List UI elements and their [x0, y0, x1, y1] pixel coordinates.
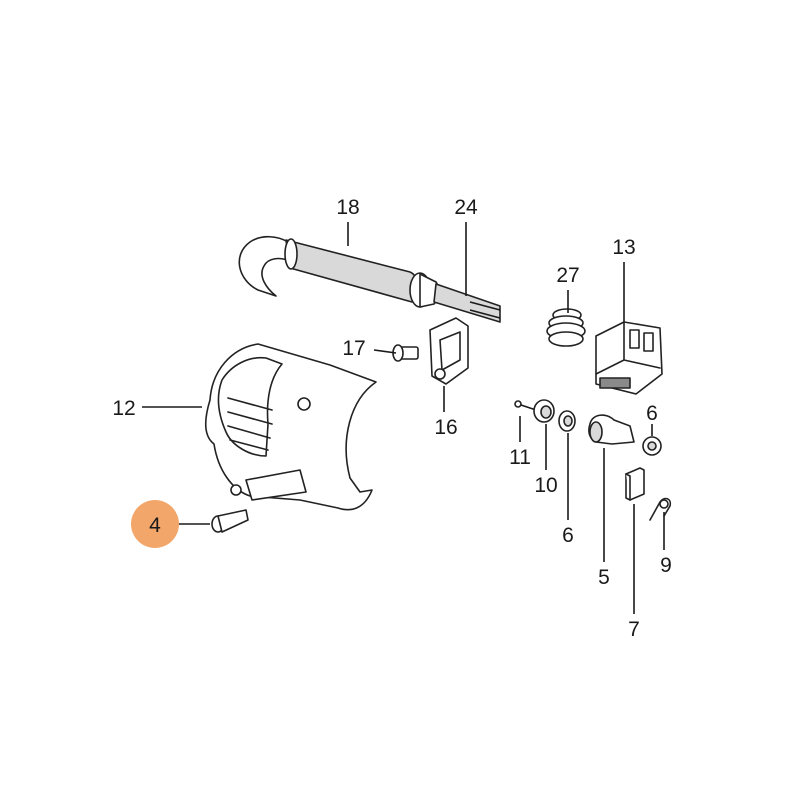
callout-4: 4: [149, 514, 161, 537]
part-7-block[interactable]: [625, 467, 645, 501]
part-6-ring-right[interactable]: [642, 436, 662, 456]
part-5-trigger[interactable]: [588, 414, 635, 445]
callout-16: 16: [434, 416, 457, 439]
highlight-circle: [131, 500, 179, 548]
part-10-bushing[interactable]: [533, 399, 555, 423]
callout-17: 17: [342, 337, 365, 360]
part-6-ring-left[interactable]: [558, 410, 576, 432]
callout-24: 24: [454, 196, 478, 219]
callout-7: 7: [628, 618, 640, 641]
part-11-screw[interactable]: [514, 400, 537, 411]
callout-10: 10: [534, 474, 557, 497]
part-18-hose[interactable]: [238, 235, 501, 323]
part-9-clip[interactable]: [649, 497, 672, 521]
callout-13: 13: [612, 236, 635, 259]
part-4-screw[interactable]: [211, 509, 249, 533]
part-13-switch[interactable]: [595, 321, 663, 395]
callout-5: 5: [598, 566, 610, 589]
part-12-housing[interactable]: [204, 343, 377, 511]
callout-18: 18: [336, 196, 359, 219]
part-16-cable-clamp[interactable]: [429, 317, 469, 385]
callout-27: 27: [556, 264, 579, 287]
callout-9: 9: [660, 554, 672, 577]
callout-11: 11: [509, 446, 531, 469]
callout-12: 12: [112, 397, 135, 420]
part-27-spring[interactable]: [546, 308, 586, 347]
callout-6-right: 6: [646, 402, 658, 425]
leader-lines: [142, 222, 665, 614]
callout-6-left: 6: [562, 524, 574, 547]
part-17-screw[interactable]: [392, 344, 419, 362]
